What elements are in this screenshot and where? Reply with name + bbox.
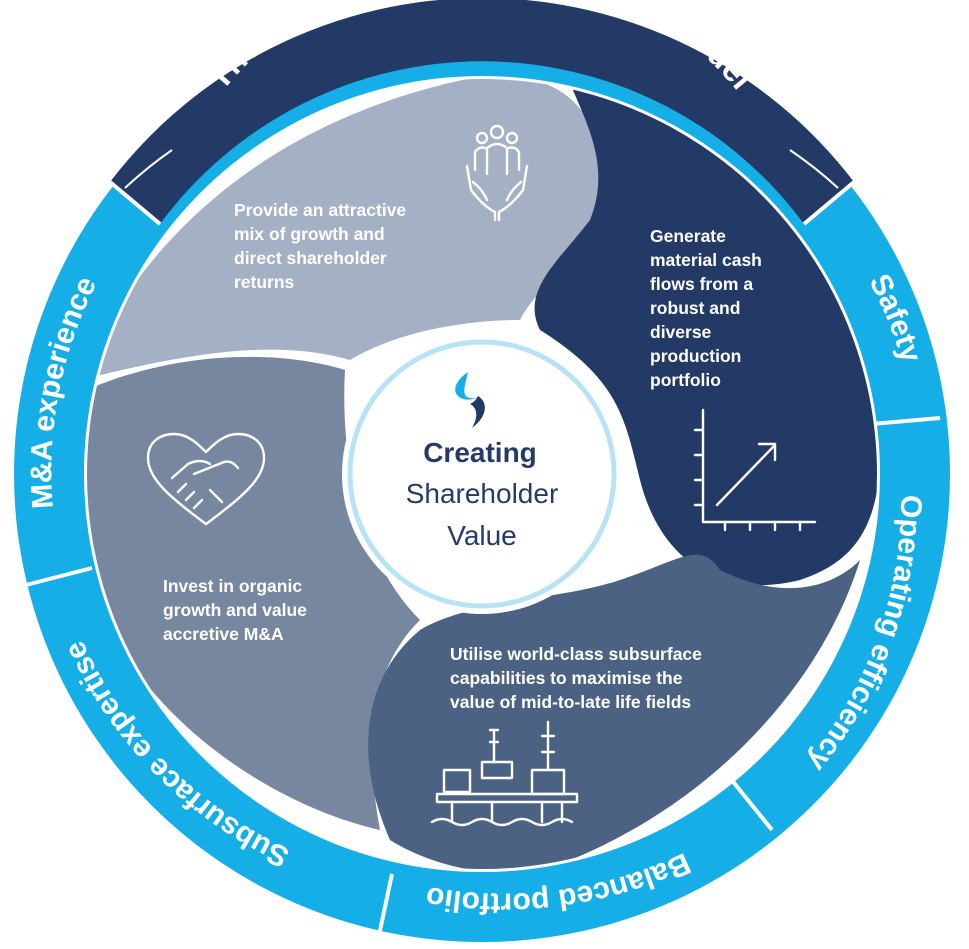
quadrant-left-text: Invest in organic growth and value accre… [163,576,307,644]
center-accent-ring [347,339,617,609]
quad-text-line: diverse [650,322,712,342]
quad-text-line: mix of growth and [234,224,385,244]
quad-text-line: accretive M&A [163,624,284,644]
quad-text-line: capabilities to maximise the [450,668,683,688]
center-title: Creating [423,437,537,468]
center-line-3: Value [447,520,517,551]
quad-text-line: portfolio [650,370,721,390]
quad-text-line: Generate [650,226,726,246]
quadrant-top-left [87,79,602,380]
quad-text-line: Provide an attractive [234,200,406,220]
quad-text-line: robust and [650,298,740,318]
quadrant-right-text: Generate material cash flows from a robu… [650,226,762,390]
ring-top-band [110,0,854,224]
quad-text-line: Utilise world-class subsurface [450,644,702,664]
offshore-platform-icon [430,720,579,827]
ring-separators [25,180,941,941]
top-band-rules [124,149,839,189]
quadrant-bottom-text: Utilise world-class subsurface capabilit… [450,644,702,712]
quad-text-line: value of mid-to-late life fields [450,692,691,712]
company-logo-icon [455,372,485,428]
quadrant-left [87,356,420,830]
quad-text-line: returns [234,272,295,292]
quad-text-line: direct shareholder [234,248,387,268]
quad-text-line: flows from a [650,274,753,294]
quad-text-line: growth and value [163,600,307,620]
center-line-2: Shareholder [406,478,559,509]
people-in-hands-icon [465,124,529,222]
handshake-heart-icon [146,432,266,526]
quad-text-line: production [650,346,741,366]
quad-text-line: material cash [650,250,762,270]
growth-chart-icon [693,408,817,532]
quad-text-line: Invest in organic [163,576,302,596]
quadrant-top-left-text: Provide an attractive mix of growth and … [234,200,406,292]
quadrant-right [534,88,877,586]
